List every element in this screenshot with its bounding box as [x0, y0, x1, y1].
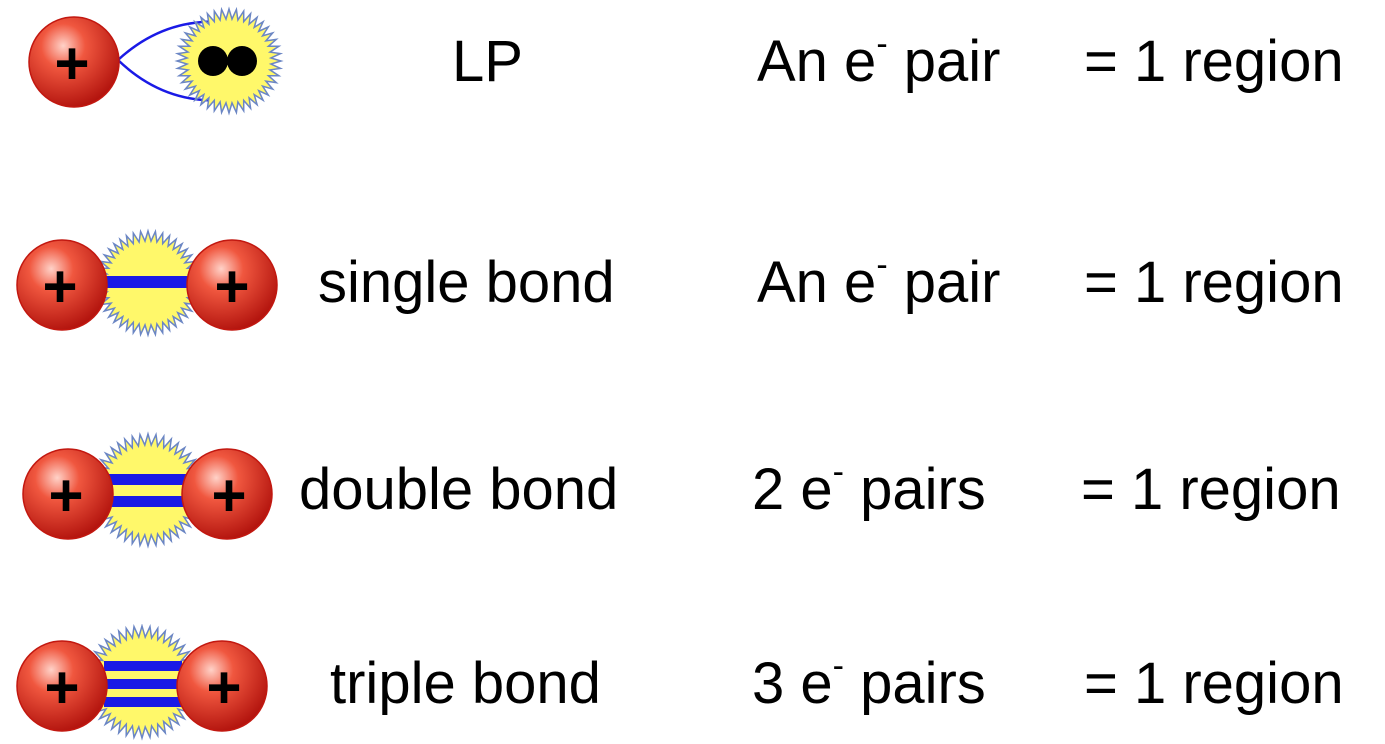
- nucleus-plus: +: [206, 654, 241, 721]
- triple-bond-icon: + +: [16, 624, 268, 741]
- row-single-bond: + + single bond An e- pair = 1 region: [0, 223, 1385, 343]
- lone-pair-icon: +: [28, 6, 284, 116]
- row-double-bond: + + double bond 2 e- pairs = 1 region: [0, 430, 1385, 550]
- nucleus: [22, 448, 114, 540]
- pair-count: An e- pair: [757, 246, 1001, 315]
- nucleus: [176, 640, 268, 732]
- nucleus: [16, 239, 108, 331]
- row-label: triple bond: [330, 651, 601, 716]
- nucleus: [28, 16, 120, 108]
- row-label: double bond: [299, 457, 619, 522]
- nucleus: [16, 640, 108, 732]
- nucleus: [186, 239, 278, 331]
- bond-line: [108, 474, 190, 485]
- row-label: LP: [452, 29, 523, 94]
- nucleus-plus: +: [44, 654, 79, 721]
- nucleus-plus: +: [211, 462, 246, 529]
- nucleus-plus: +: [54, 30, 89, 97]
- region-result: = 1 region: [1081, 457, 1341, 522]
- bond-line: [104, 661, 182, 671]
- nucleus: [181, 448, 273, 540]
- single-bond-icon: + +: [16, 228, 278, 338]
- region-result: = 1 region: [1084, 250, 1344, 315]
- row-lone-pair: + LP An e- pair = 1 region: [0, 2, 1385, 122]
- pair-count: An e- pair: [757, 25, 1001, 94]
- pair-count: 2 e- pairs: [752, 453, 986, 522]
- nucleus-plus: +: [48, 462, 83, 529]
- region-result: = 1 region: [1084, 29, 1344, 94]
- double-bond-icon: + +: [22, 431, 273, 549]
- row-triple-bond: + + triple bond 3 e- pairs = 1 region: [0, 624, 1385, 744]
- electron-dot: [227, 46, 257, 76]
- region-result: = 1 region: [1084, 651, 1344, 716]
- row-label: single bond: [318, 250, 615, 315]
- pair-count: 3 e- pairs: [752, 647, 986, 716]
- nucleus-plus: +: [214, 253, 249, 320]
- bond-line: [108, 496, 190, 507]
- bond-line: [104, 697, 182, 707]
- electron-dot: [198, 46, 228, 76]
- bond-line: [104, 276, 194, 288]
- bond-line: [104, 679, 182, 689]
- nucleus-plus: +: [42, 253, 77, 320]
